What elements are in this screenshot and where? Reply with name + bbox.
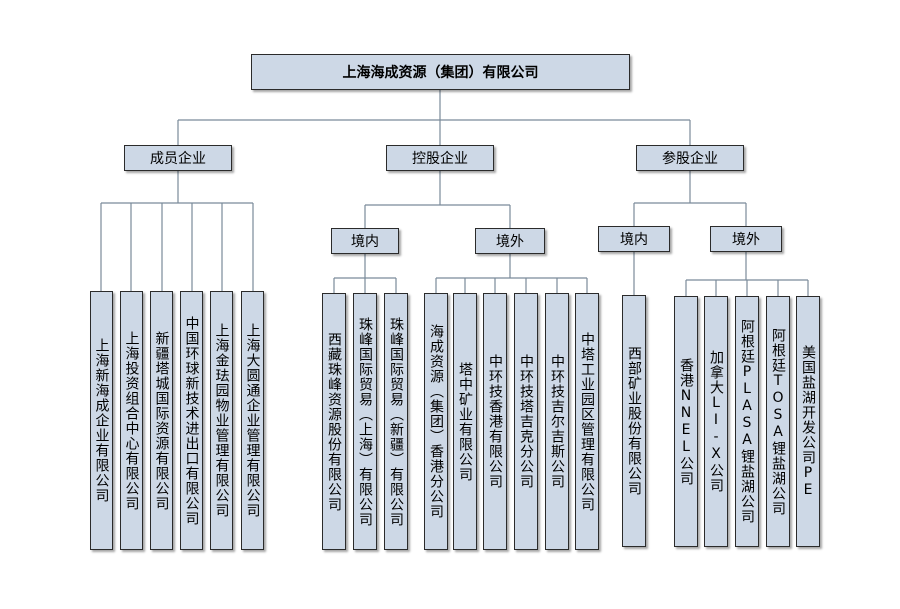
category-label: 控股企业	[412, 151, 468, 167]
company-name: 阿根廷TOSA锂盐湖公司	[770, 327, 786, 516]
holding-domestic-company-node: 西藏珠峰资源股份有限公司	[322, 293, 346, 550]
group-label: 境外	[496, 234, 524, 250]
holding-overseas-company-node: 中环技吉尔吉斯公司	[545, 293, 569, 550]
company-name: 中国环球新技术进出口有限公司	[183, 315, 200, 526]
member-company-node: 上海投资组合中心有限公司	[120, 291, 143, 550]
member-company-node: 上海金珐园物业管理有限公司	[210, 291, 233, 550]
company-name: 西藏珠峰资源股份有限公司	[326, 331, 342, 512]
company-name: 阿根廷PLASA锂盐湖公司	[739, 319, 755, 524]
holding-overseas-company-node: 中环技香港有限公司	[483, 293, 507, 550]
member-company-node: 上海大圆通企业管理有限公司	[241, 291, 264, 550]
company-name: 塔中矿业有限公司	[457, 361, 473, 482]
root-label: 上海海成资源（集团）有限公司	[342, 65, 539, 81]
equity-overseas-company-node: 香港NNEL公司	[674, 296, 698, 547]
root-node: 上海海成资源（集团）有限公司	[251, 54, 630, 90]
member-company-node: 中国环球新技术进出口有限公司	[180, 291, 203, 550]
company-name: 香港NNEL公司	[678, 357, 694, 486]
company-name: 上海投资组合中心有限公司	[123, 330, 140, 511]
holding-domestic-company-node: 珠峰国际贸易（新疆）有限公司	[384, 293, 408, 550]
company-name: 西部矿业股份有限公司	[626, 346, 642, 496]
group-label: 境内	[351, 234, 379, 250]
equity-overseas-company-node: 加拿大LI-X公司	[704, 296, 728, 547]
holding-overseas-company-node: 中塔工业园区管理有限公司	[575, 293, 599, 550]
equity-domestic-company-node: 西部矿业股份有限公司	[622, 295, 646, 547]
equity-overseas-company-node: 美国盐湖开发公司PE	[796, 296, 820, 547]
holding-overseas-company-node: 塔中矿业有限公司	[453, 293, 477, 550]
category-member-enterprises: 成员企业	[124, 145, 232, 171]
group-label: 境外	[732, 232, 760, 248]
holding-domestic-company-node: 珠峰国际贸易（上海）有限公司	[353, 293, 377, 550]
equity-overseas-company-node: 阿根廷TOSA锂盐湖公司	[766, 296, 790, 547]
company-name: 上海新海成企业有限公司	[93, 338, 110, 503]
company-name: 珠峰国际贸易（新疆）有限公司	[388, 316, 404, 527]
holding-domestic-group: 境内	[331, 228, 399, 254]
company-name: 美国盐湖开发公司PE	[800, 344, 816, 499]
company-name: 珠峰国际贸易（上海）有限公司	[357, 316, 373, 527]
category-label: 参股企业	[662, 151, 718, 167]
holding-overseas-company-node: 海成资源（集团）香港分公司	[424, 293, 448, 550]
equity-overseas-group: 境外	[710, 226, 782, 252]
company-name: 中环技吉尔吉斯公司	[549, 354, 565, 489]
group-label: 境内	[620, 232, 648, 248]
category-holding-enterprises: 控股企业	[386, 145, 494, 171]
company-name: 上海金珐园物业管理有限公司	[213, 323, 230, 518]
member-company-node: 新疆塔城国际资源有限公司	[150, 291, 173, 550]
company-name: 海成资源（集团）香港分公司	[428, 324, 444, 519]
company-name: 中环技塔吉克分公司	[518, 354, 534, 489]
member-company-node: 上海新海成企业有限公司	[90, 291, 113, 550]
company-name: 加拿大LI-X公司	[708, 350, 724, 493]
equity-overseas-company-node: 阿根廷PLASA锂盐湖公司	[735, 296, 759, 547]
company-name: 中塔工业园区管理有限公司	[579, 331, 595, 512]
equity-domestic-group: 境内	[598, 226, 670, 252]
company-name: 新疆塔城国际资源有限公司	[153, 330, 170, 511]
holding-overseas-group: 境外	[475, 228, 545, 254]
holding-overseas-company-node: 中环技塔吉克分公司	[514, 293, 538, 550]
category-label: 成员企业	[150, 151, 206, 167]
company-name: 中环技香港有限公司	[487, 354, 503, 489]
category-equity-participation: 参股企业	[636, 145, 744, 171]
company-name: 上海大圆通企业管理有限公司	[244, 323, 261, 518]
